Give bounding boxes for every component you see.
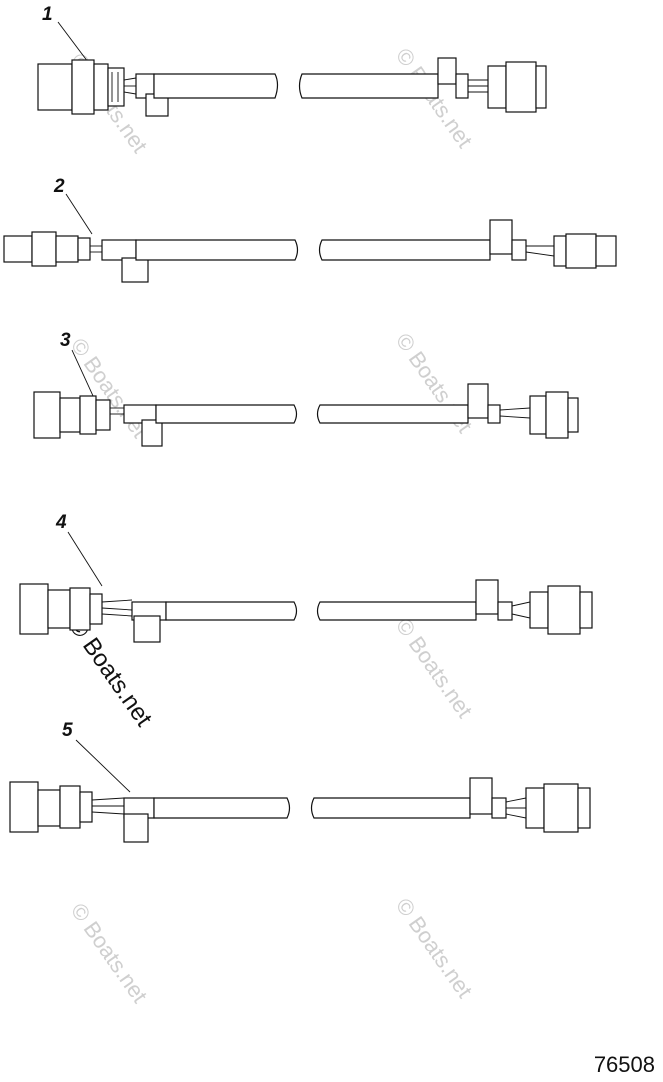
watermarks: © Boats.net © Boats.net © Boats.net © Bo… [63, 44, 477, 1008]
callout-3: 3 [60, 330, 71, 351]
harness-1: 1 [37, 4, 547, 117]
callout-4: 4 [55, 512, 67, 533]
harness-4: 4 [19, 512, 593, 643]
watermark: © Boats.net [391, 894, 478, 1003]
callout-1: 1 [42, 4, 53, 25]
watermark: © Boats.net [66, 899, 153, 1008]
harness-5: 5 [9, 720, 591, 843]
harness-3: 3 [33, 330, 579, 447]
callout-2: 2 [53, 176, 65, 197]
watermark: © Boats.net [391, 614, 478, 723]
callout-5: 5 [62, 720, 73, 741]
figure-number: 76508 [593, 1052, 655, 1077]
harness-2: 2 [3, 176, 617, 283]
